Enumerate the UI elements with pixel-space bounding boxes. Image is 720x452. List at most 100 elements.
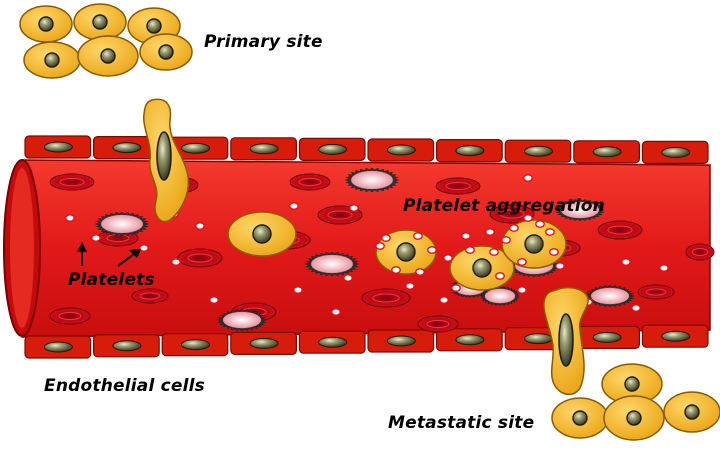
tumor-cell xyxy=(139,33,193,71)
tumor-cell xyxy=(77,35,139,77)
platelet xyxy=(439,296,449,304)
endothelial-cell xyxy=(436,139,503,163)
red-blood-cell xyxy=(597,220,643,240)
platelet xyxy=(349,204,359,212)
platelet xyxy=(621,258,631,266)
platelet xyxy=(91,234,101,242)
platelet xyxy=(517,258,527,266)
circulating-tumor-cell xyxy=(227,211,297,257)
metastatic-site-label: Metastatic site xyxy=(388,413,535,433)
platelet xyxy=(549,248,559,256)
activated-platelet xyxy=(216,308,268,332)
endothelial-cell xyxy=(367,329,435,353)
endothelial-cell xyxy=(92,334,160,358)
activated-platelet xyxy=(344,167,400,193)
endothelial-cell xyxy=(641,324,709,348)
activated-platelet xyxy=(554,198,606,222)
platelets-label: Platelets xyxy=(68,270,155,290)
endothelial-cell xyxy=(573,325,640,349)
tumor-cell xyxy=(551,397,609,439)
platelet xyxy=(195,222,205,230)
tumor-cell xyxy=(73,3,127,41)
activated-platelet xyxy=(479,286,521,306)
platelet xyxy=(209,296,219,304)
platelet xyxy=(535,220,545,228)
platelet xyxy=(495,272,505,280)
extravasating-tumor-cell xyxy=(543,286,589,396)
platelet xyxy=(415,268,425,276)
platelet xyxy=(461,232,471,240)
endothelial-cell xyxy=(161,333,229,357)
red-blood-cell xyxy=(177,248,223,268)
platelet xyxy=(631,304,641,312)
activated-platelet xyxy=(584,284,636,308)
activated-platelet xyxy=(94,211,150,237)
red-blood-cell xyxy=(417,315,459,333)
red-blood-cell xyxy=(637,284,675,300)
tumor-cell xyxy=(601,363,663,405)
platelet xyxy=(555,262,565,270)
endothelial-cells-bottom xyxy=(24,324,709,359)
platelet xyxy=(381,234,391,242)
intravasating-tumor-cell xyxy=(143,98,190,223)
platelet xyxy=(509,224,519,232)
tumor-cell xyxy=(663,391,720,433)
platelet xyxy=(171,258,181,266)
platelet xyxy=(343,274,353,282)
red-blood-cell xyxy=(361,288,411,308)
platelet xyxy=(427,246,437,254)
endothelial-cell xyxy=(436,328,503,352)
platelet xyxy=(293,286,303,294)
primary-site-cells xyxy=(19,3,193,79)
blood-vessel xyxy=(3,159,711,338)
endothelial-cells-top xyxy=(24,135,709,164)
platelet xyxy=(489,248,499,256)
platelet xyxy=(289,202,299,210)
tumor-cell xyxy=(19,5,73,43)
primary-site-label: Primary site xyxy=(204,32,323,52)
red-blood-cell xyxy=(49,307,91,325)
endothelial-cell xyxy=(504,139,572,163)
platelet xyxy=(523,174,533,182)
platelet xyxy=(405,282,415,290)
endothelial-cell xyxy=(230,331,298,355)
platelet xyxy=(485,228,495,236)
red-blood-cell xyxy=(685,243,715,261)
metastatic-site-cells xyxy=(551,363,720,441)
platelet xyxy=(65,214,75,222)
platelet xyxy=(523,214,533,222)
platelet xyxy=(413,232,423,240)
tumor-cell xyxy=(227,211,297,257)
platelet xyxy=(501,236,511,244)
platelet-arrows xyxy=(77,242,141,267)
endothelial-cells-label: Endothelial cells xyxy=(44,376,205,396)
endothelial-cell xyxy=(92,136,160,160)
platelet xyxy=(451,284,461,292)
activated-platelet xyxy=(304,251,360,277)
endothelial-cell xyxy=(230,137,298,161)
red-blood-cell xyxy=(435,177,481,195)
platelet xyxy=(443,254,453,262)
red-blood-cell xyxy=(289,173,331,191)
endothelial-cell xyxy=(298,330,366,354)
platelet xyxy=(659,264,669,272)
platelet xyxy=(375,242,385,250)
platelet xyxy=(331,308,341,316)
endothelial-cell xyxy=(573,140,640,164)
endothelial-cell xyxy=(24,135,92,159)
endothelial-cell xyxy=(367,138,435,162)
red-blood-cell xyxy=(131,288,169,304)
platelet xyxy=(139,244,149,252)
platelet xyxy=(545,228,555,236)
red-blood-cell xyxy=(489,204,535,224)
platelet xyxy=(465,246,475,254)
tumor-cell xyxy=(375,229,437,275)
tumor-cell xyxy=(603,395,665,441)
endothelial-cell xyxy=(298,137,366,161)
platelet-aggregation-label: Platelet aggregation xyxy=(403,196,605,216)
tumor-cell xyxy=(23,41,81,79)
endothelial-cell xyxy=(641,140,709,164)
endothelial-cell xyxy=(24,335,92,359)
